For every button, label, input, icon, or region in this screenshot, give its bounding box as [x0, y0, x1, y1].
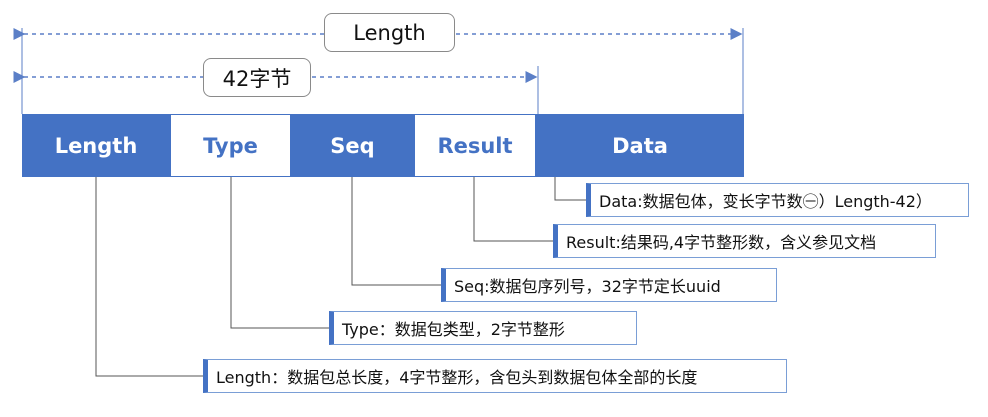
total-length-label: Length — [324, 13, 455, 52]
header-length-label: 42字节 — [203, 58, 311, 97]
data-callout: Data:数据包体，变长字节数㊀）Length-42） — [586, 183, 969, 217]
data-connector — [554, 177, 586, 201]
field-data: Data — [536, 114, 744, 177]
type-connector — [230, 177, 329, 329]
length-callout: Length：数据包总长度，4字节整形，含包头到数据包体全部的长度 — [203, 359, 787, 393]
length-connector — [95, 177, 203, 377]
result-callout: Result:结果码,4字节整形数，含义参见文档 — [553, 224, 936, 258]
seq-callout: Seq:数据包序列号，32字节定长uuid — [441, 268, 777, 302]
seq-connector — [351, 177, 441, 286]
field-length: Length — [22, 114, 170, 177]
type-callout: Type：数据包类型，2字节整形 — [329, 311, 637, 345]
field-type: Type — [170, 114, 291, 177]
field-seq: Seq — [291, 114, 414, 177]
result-connector — [473, 177, 553, 242]
field-result: Result — [414, 114, 536, 177]
